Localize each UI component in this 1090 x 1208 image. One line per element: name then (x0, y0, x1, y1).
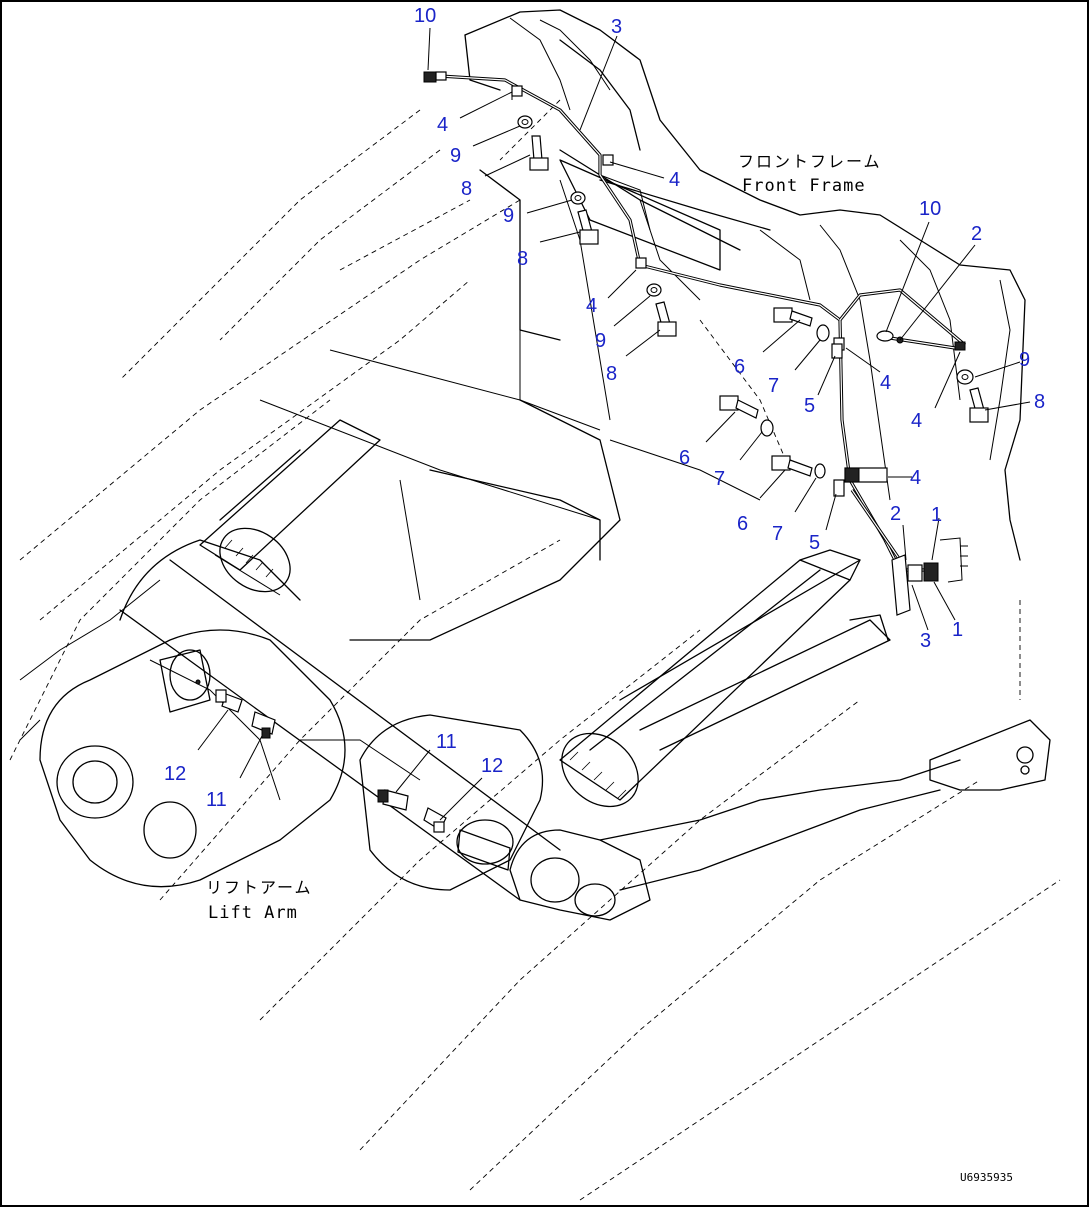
callout-4-c: 4 (586, 295, 597, 317)
callout-10-top: 10 (414, 5, 436, 27)
callout-4-d: 4 (880, 372, 891, 394)
upper-cylinder (199, 419, 381, 596)
clamp-4-b (602, 154, 614, 166)
callout-11-mid: 11 (436, 731, 457, 753)
callout-labels: 10 3 4 9 8 4 9 8 4 9 8 10 2 6 7 5 4 4 9 … (164, 5, 1045, 811)
grease-tube-upper (439, 74, 841, 322)
washer-9-d (956, 369, 974, 385)
callout-9-b: 9 (503, 205, 514, 227)
callout-7-c: 7 (772, 523, 783, 545)
callout-6-b: 6 (679, 447, 690, 469)
part-10-cap-right (876, 330, 904, 344)
callout-1-b: 1 (952, 619, 963, 641)
left-pin-boss (159, 649, 211, 713)
callout-8-d: 8 (1034, 391, 1045, 413)
callout-4-b: 4 (669, 169, 680, 191)
front-frame-label-en: Front Frame (742, 176, 866, 196)
callout-4-a: 4 (437, 114, 448, 136)
bolt-8-a (529, 135, 549, 171)
clamp-4-f (844, 467, 888, 483)
drawing-code: U6935935 (960, 1171, 1013, 1184)
callout-4-e: 4 (911, 410, 922, 432)
washer-7-b (760, 419, 774, 437)
callout-7-a: 7 (768, 375, 779, 397)
callout-5-a: 5 (804, 395, 815, 417)
lift-arm-label-jp: リフトアーム (206, 878, 313, 897)
bolt-8-d (969, 387, 989, 423)
callout-2-low: 2 (890, 503, 901, 525)
bolt-6-a (773, 307, 813, 327)
callout-3-low: 3 (920, 630, 931, 652)
part-10-cap-top (423, 71, 447, 83)
callout-8-a: 8 (461, 178, 472, 200)
callout-10-right: 10 (919, 198, 941, 220)
spacer-5-b (833, 479, 845, 497)
clamp-4-a (511, 85, 523, 100)
left-boss-inner (72, 760, 118, 804)
callout-9-c: 9 (595, 330, 606, 352)
bolt-6-c (771, 455, 813, 477)
washer-9-b (570, 191, 586, 205)
lift-arm-structure (9, 99, 1061, 1201)
spacer-5-a (831, 343, 843, 359)
callout-2-top: 2 (971, 223, 982, 245)
callout-4-f: 4 (910, 467, 921, 489)
callout-5-b: 5 (809, 532, 820, 554)
lift-arm-label-en: Lift Arm (208, 903, 298, 923)
callout-7-b: 7 (714, 468, 725, 490)
callout-9-d: 9 (1019, 349, 1030, 371)
fitting-12-mid (423, 807, 447, 833)
callout-8-c: 8 (606, 363, 617, 385)
terminal-assembly (891, 537, 968, 616)
left-boss-outer (56, 745, 134, 819)
bolt-8-c (655, 301, 677, 337)
leader-lines (197, 27, 1031, 821)
callout-8-b: 8 (517, 248, 528, 270)
callout-6-a: 6 (734, 356, 745, 378)
callout-12-mid: 12 (481, 755, 503, 777)
fitting-12-left (215, 689, 243, 713)
bolt-8-b (577, 209, 599, 245)
component-labels: フロントフレーム Front Frame リフトアーム Lift Arm U69… (206, 152, 1013, 1184)
front-frame-label-jp: フロントフレーム (738, 152, 882, 171)
washer-7-a (816, 324, 830, 342)
callout-3-top: 3 (611, 16, 622, 38)
callout-9-a: 9 (450, 145, 461, 167)
lower-cylinder (559, 549, 891, 808)
clamp-4-e (954, 341, 966, 351)
bolt-6-b (719, 395, 759, 419)
washer-7-c (814, 463, 826, 479)
washer-9-a (517, 115, 533, 129)
clamp-4-c (635, 257, 647, 269)
front-frame-structure (259, 9, 1026, 641)
callout-1-a: 1 (931, 504, 942, 526)
washer-9-c (646, 283, 662, 297)
callout-6-c: 6 (737, 513, 748, 535)
fitting-11-mid (377, 789, 409, 811)
callout-12-left: 12 (164, 763, 186, 785)
fitting-11-left (251, 711, 276, 739)
center-pin (456, 819, 514, 865)
callout-11-left: 11 (206, 789, 227, 811)
